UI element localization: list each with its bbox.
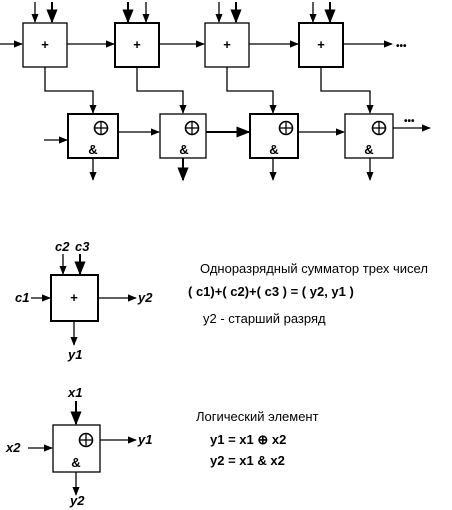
legend-logic-block <box>28 401 137 496</box>
adder-1-symbol: + <box>41 37 49 52</box>
adder-1-to-logic-1 <box>44 67 97 114</box>
xor-icon <box>184 120 200 136</box>
logic-2-symbol: & <box>179 142 188 157</box>
adder-4-symbol: + <box>317 37 325 52</box>
logic-3-symbol: & <box>269 142 278 157</box>
legend-adder-label-c2: c2 <box>55 239 70 254</box>
legend-logic-symbol: & <box>71 455 80 470</box>
adder-2-symbol: + <box>133 37 141 52</box>
adder-2-to-logic-2 <box>136 67 187 114</box>
legend-adder-symbol: + <box>70 290 78 305</box>
xor-icon <box>78 432 94 448</box>
xor-icon <box>93 120 109 136</box>
legend-adder-block <box>31 254 137 346</box>
xor-icon <box>278 120 294 136</box>
legend-adder-label-c3: c3 <box>75 239 90 254</box>
legend-logic-label-y1: y1 <box>137 432 152 447</box>
adder-chain <box>0 2 393 114</box>
adder-3-to-logic-3 <box>226 67 277 114</box>
legend-logic-title: Логический элемент <box>196 409 319 424</box>
legend-adder-label-y1: y1 <box>67 347 82 362</box>
legend-adder-label-y2: y2 <box>137 290 153 305</box>
legend-adder-label-c1: c1 <box>15 290 29 305</box>
legend-adder-note: y2 - старший разряд <box>203 311 326 326</box>
logic-chain-ellipsis: ••• <box>404 116 415 127</box>
xor-icon <box>371 120 387 136</box>
legend-logic-label-x1: x1 <box>67 385 82 400</box>
legend-logic-label-y2: y2 <box>69 493 85 508</box>
adder-3-symbol: + <box>223 37 231 52</box>
legend-adder-formula: ( c1)+( c2)+( c3 ) = ( y2, y1 ) <box>188 284 354 299</box>
logic-chain <box>44 113 431 182</box>
logic-1-symbol: & <box>88 142 97 157</box>
legend-adder-title: Одноразрядный сумматор трех чисел <box>200 261 428 276</box>
legend-logic-eq1: y1 = x1 ⊕ x2 <box>210 432 286 447</box>
adder-chain-ellipsis: ••• <box>396 41 407 52</box>
legend-logic-eq2: y2 = x1 & x2 <box>210 453 285 468</box>
adder-4-to-logic-4 <box>320 67 374 114</box>
legend-logic-label-x2: x2 <box>5 440 21 455</box>
logic-4-symbol: & <box>364 142 373 157</box>
logic-block-4 <box>344 113 394 159</box>
